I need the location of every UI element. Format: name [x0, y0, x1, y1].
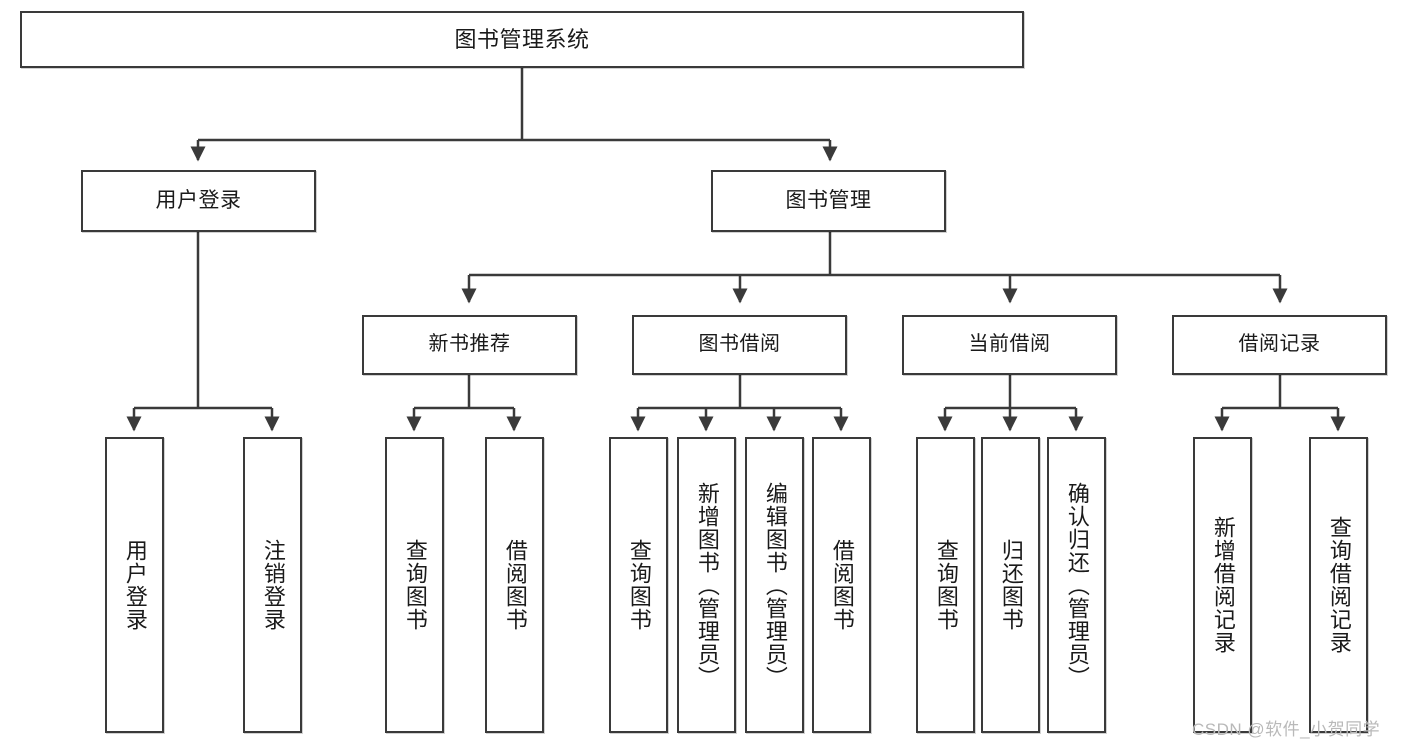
- node-user-login-label: 用户登录: [155, 188, 242, 212]
- leaf-add-book[interactable]: 新增图书（管理员）: [677, 437, 736, 733]
- leaf-query-book-2[interactable]: 查询图书: [609, 437, 668, 733]
- leaf-confirm-return[interactable]: 确认归还（管理员）: [1047, 437, 1106, 733]
- leaf-confirm-return-label: 确认归还（管理员）: [1064, 481, 1090, 689]
- leaf-query-book-2-label: 查询图书: [626, 539, 652, 631]
- leaf-user-login-label: 用户登录: [122, 539, 148, 631]
- leaf-query-record[interactable]: 查询借阅记录: [1309, 437, 1368, 733]
- leaf-return-book[interactable]: 归还图书: [981, 437, 1040, 733]
- leaf-borrow-book-2[interactable]: 借阅图书: [812, 437, 871, 733]
- node-book-manage[interactable]: 图书管理: [711, 170, 946, 232]
- leaf-query-book-1-label: 查询图书: [402, 539, 428, 631]
- leaf-query-book-3[interactable]: 查询图书: [916, 437, 975, 733]
- leaf-edit-book[interactable]: 编辑图书（管理员）: [745, 437, 804, 733]
- leaf-query-book-3-label: 查询图书: [933, 539, 959, 631]
- node-book-borrow-label: 图书借阅: [698, 333, 781, 356]
- leaf-borrow-book-2-label: 借阅图书: [829, 539, 855, 631]
- node-current-borrow-label: 当前借阅: [968, 333, 1051, 356]
- leaf-user-logout-label: 注销登录: [260, 539, 286, 631]
- leaf-borrow-book-1-label: 借阅图书: [502, 539, 528, 631]
- leaf-add-record[interactable]: 新增借阅记录: [1193, 437, 1252, 733]
- node-borrow-record[interactable]: 借阅记录: [1172, 315, 1387, 375]
- leaf-user-login[interactable]: 用户登录: [105, 437, 164, 733]
- leaf-edit-book-label: 编辑图书（管理员）: [762, 481, 788, 689]
- node-root[interactable]: 图书管理系统: [20, 11, 1024, 68]
- leaf-borrow-book-1[interactable]: 借阅图书: [485, 437, 544, 733]
- leaf-user-logout[interactable]: 注销登录: [243, 437, 302, 733]
- node-new-book-recommend[interactable]: 新书推荐: [362, 315, 577, 375]
- node-new-book-recommend-label: 新书推荐: [428, 333, 511, 356]
- leaf-return-book-label: 归还图书: [998, 539, 1024, 631]
- node-book-borrow[interactable]: 图书借阅: [632, 315, 847, 375]
- leaf-add-book-label: 新增图书（管理员）: [694, 481, 720, 689]
- node-current-borrow[interactable]: 当前借阅: [902, 315, 1117, 375]
- node-user-login[interactable]: 用户登录: [81, 170, 316, 232]
- node-borrow-record-label: 借阅记录: [1238, 333, 1321, 356]
- node-root-label: 图书管理系统: [454, 26, 590, 52]
- leaf-query-record-label: 查询借阅记录: [1326, 516, 1352, 654]
- leaf-query-book-1[interactable]: 查询图书: [385, 437, 444, 733]
- leaf-add-record-label: 新增借阅记录: [1210, 516, 1236, 654]
- node-book-manage-label: 图书管理: [785, 188, 872, 212]
